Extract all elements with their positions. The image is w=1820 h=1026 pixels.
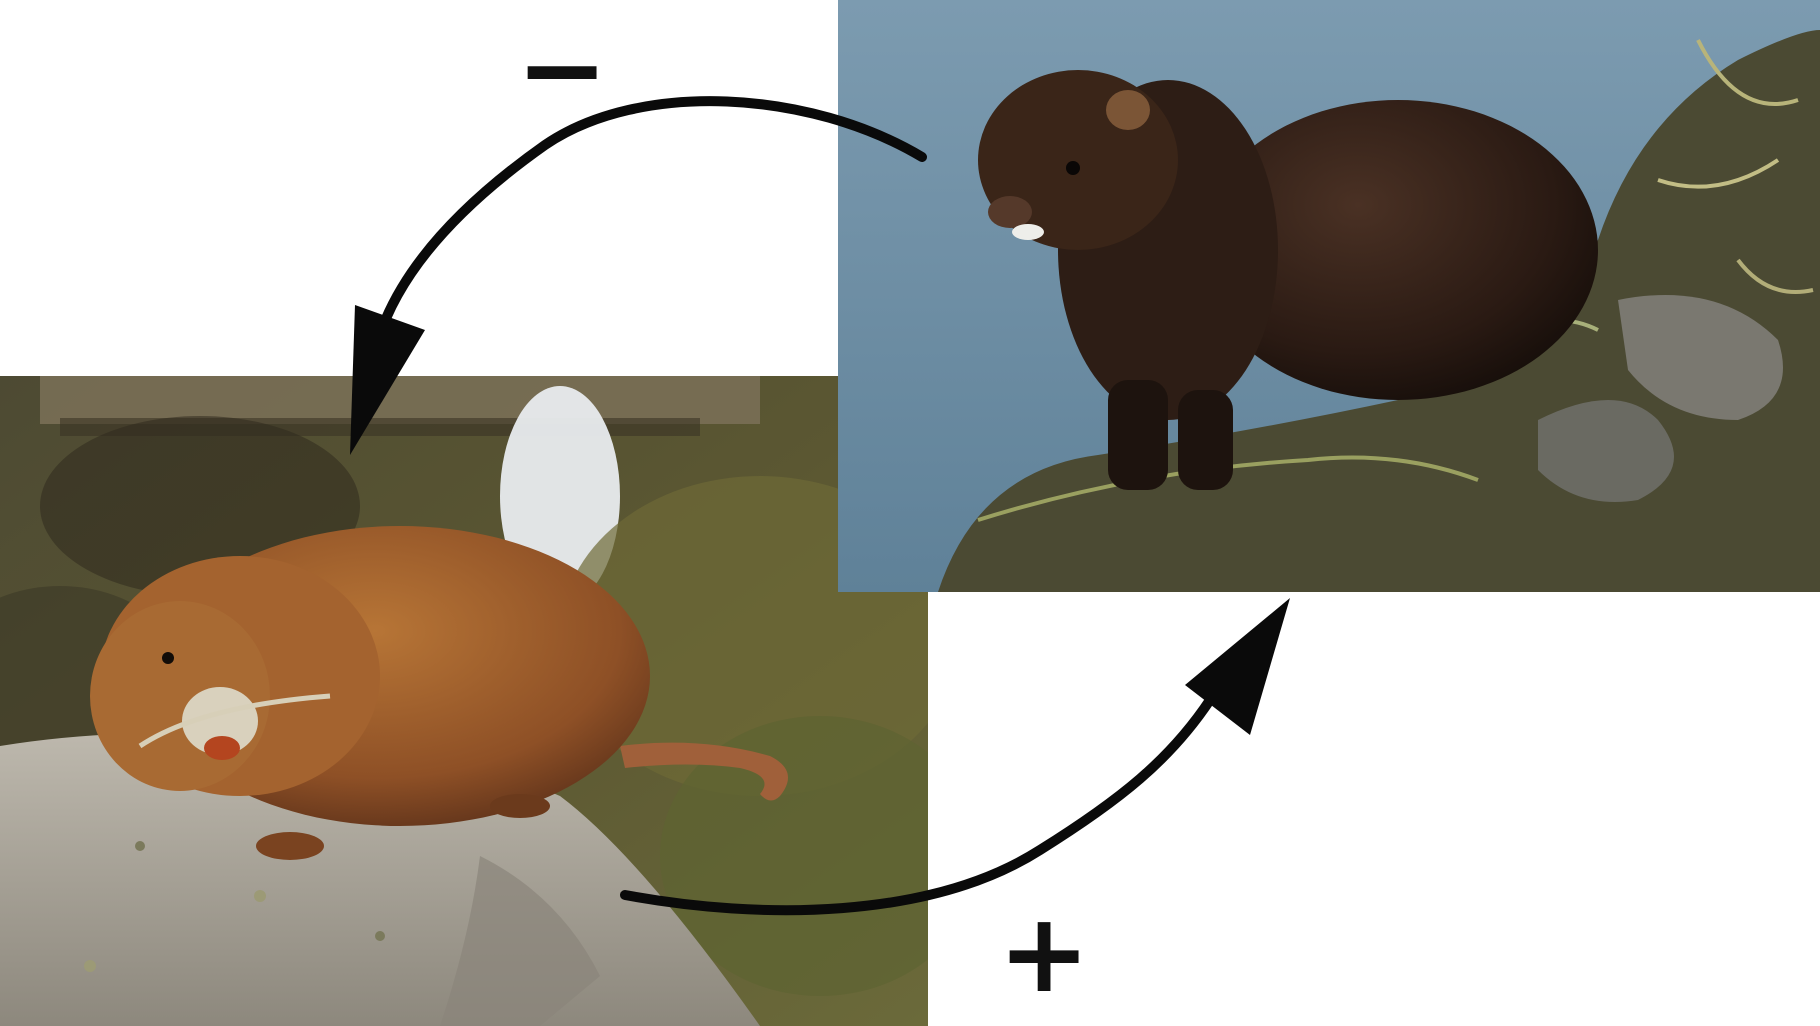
positive-effect-label: + <box>998 898 1090 1008</box>
negative-effect-label: − <box>516 14 608 124</box>
vole-illustration <box>0 376 928 1026</box>
positive-arrow-head <box>1185 598 1290 735</box>
vole-photo <box>0 376 928 1026</box>
mink-photo <box>838 0 1820 592</box>
mink-illustration <box>838 0 1820 592</box>
